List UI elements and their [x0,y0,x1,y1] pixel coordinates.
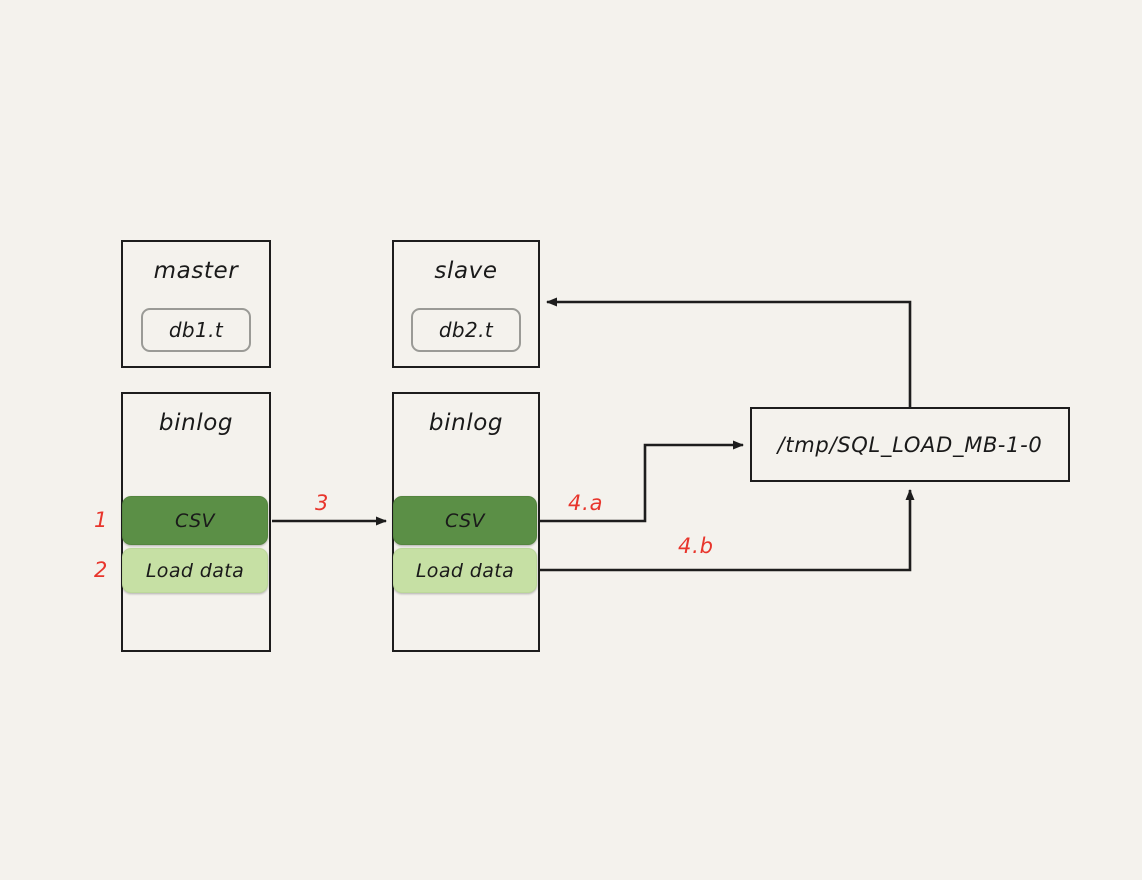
step-label-3: 3 [315,491,330,515]
step-label-2: 2 [94,558,109,582]
event-slave-binlog-csv[interactable]: CSV [393,496,537,545]
step-label-1: 1 [94,508,109,532]
event-master-binlog-csv[interactable]: CSV [122,496,268,545]
step-label-4b: 4.b [678,534,714,558]
table-db2-t[interactable]: db2.t [411,308,521,352]
edge-step4b-loaddata-to-tmpfile [537,489,915,572]
node-slave-binlog-title: binlog [428,410,504,436]
edge-step4a-csv-to-tmpfile [537,440,744,523]
step-label-4a: 4.a [568,491,604,515]
node-tmpfile[interactable]: /tmp/SQL_LOAD_MB-1-0 [750,407,1070,482]
table-db1-t[interactable]: db1.t [141,308,251,352]
event-slave-binlog-load-data[interactable]: Load data [393,548,537,593]
edge-tmpfile-to-slave [546,297,912,407]
node-slave-title: slave [434,258,498,284]
event-master-binlog-load-data[interactable]: Load data [122,548,268,593]
node-tmpfile-path: /tmp/SQL_LOAD_MB-1-0 [777,432,1043,457]
node-master-binlog-title: binlog [158,410,234,436]
node-master-title: master [153,258,239,284]
